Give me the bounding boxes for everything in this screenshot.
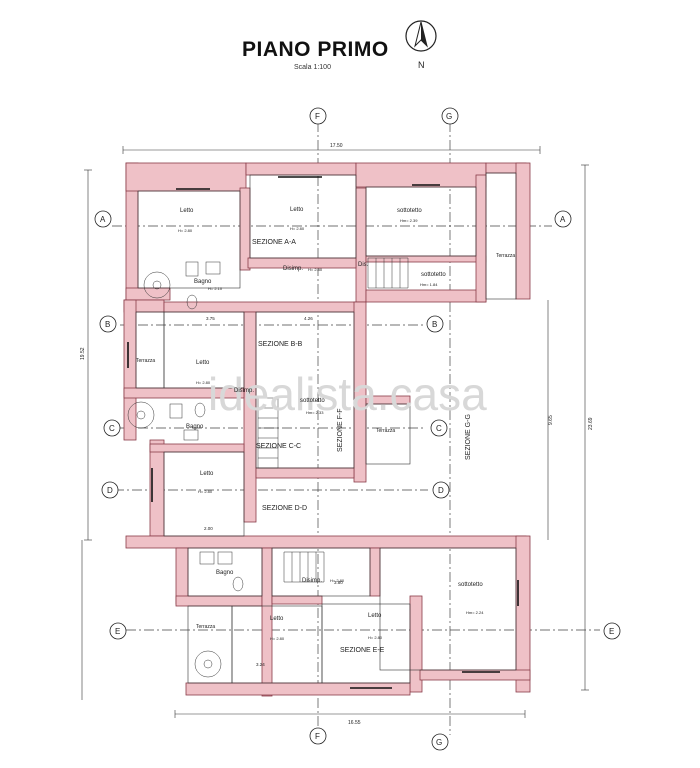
section-label-ff: SEZIONE F-F — [337, 408, 344, 452]
section-marker-e-right: E — [603, 622, 621, 640]
svg-text:B: B — [105, 320, 110, 329]
interior-dimensions: 3.75 4.26 2.00 3.24 3.80 — [204, 316, 343, 667]
room-label-letto-a2: Letto — [290, 207, 304, 213]
dimension-lines — [81, 146, 589, 718]
section-marker-d-left: D — [101, 481, 119, 499]
dim-right-height: 23.69 — [588, 417, 594, 430]
svg-text:2.00: 2.00 — [204, 526, 213, 531]
window-marks — [127, 176, 519, 689]
room-label-terrazza-b: Terrazza — [136, 358, 155, 364]
section-marker-e-left: E — [109, 622, 127, 640]
section-labels: SEZIONE A-A SEZIONE B-B SEZIONE C-C SEZI… — [252, 239, 472, 654]
svg-text:A: A — [100, 215, 106, 224]
room-label-disimp-a: Disimp. — [283, 266, 303, 272]
svg-text:G: G — [446, 112, 452, 121]
room-label-letto-e1: Letto — [270, 616, 284, 622]
section-marker-b-left: B — [99, 315, 117, 333]
section-label-dd: SEZIONE D-D — [262, 505, 307, 512]
svg-text:D: D — [438, 486, 444, 495]
svg-text:H= 2.80: H= 2.80 — [368, 635, 383, 640]
room-label-letto-b: Letto — [196, 360, 210, 366]
plan-title: PIANO PRIMO — [242, 38, 389, 61]
svg-text:Hm= 2.39: Hm= 2.39 — [400, 218, 418, 223]
room-label-bagno-c: Bagno — [186, 424, 204, 430]
svg-text:H= 2.80: H= 2.80 — [308, 267, 323, 272]
svg-text:H= 2.80: H= 2.80 — [178, 228, 193, 233]
svg-text:C: C — [109, 424, 115, 433]
room-label-sottotetto-a: sottotetto — [397, 208, 422, 214]
section-marker-g-top: G — [441, 107, 459, 125]
svg-text:3.24: 3.24 — [256, 662, 265, 667]
dim-left-height: 19.52 — [80, 347, 86, 360]
section-label-cc: SEZIONE C-C — [256, 443, 301, 450]
section-label-ee: SEZIONE E-E — [340, 647, 385, 654]
svg-text:H= 2.80: H= 2.80 — [270, 636, 285, 641]
room-labels: Letto H= 2.80 Letto H= 2.80 sottotetto H… — [136, 207, 515, 641]
section-label-gg: SEZIONE G-G — [465, 414, 472, 460]
svg-text:E: E — [609, 627, 614, 636]
room-label-disimp-b: Disimp. — [234, 388, 254, 394]
section-label-bb: SEZIONE B-B — [258, 341, 303, 348]
svg-text:H= 2.80: H= 2.80 — [290, 226, 305, 231]
watermark-text: idealista.casa — [208, 368, 487, 420]
room-label-terrazza-a: Terrazza — [496, 253, 515, 259]
svg-text:A: A — [560, 215, 566, 224]
section-label-aa: SEZIONE A-A — [252, 239, 296, 246]
svg-text:H= 2.80: H= 2.80 — [196, 380, 211, 385]
svg-text:3.75: 3.75 — [206, 316, 215, 321]
svg-text:Hm= 2.24: Hm= 2.24 — [466, 610, 484, 615]
section-marker-d-right: D — [432, 481, 450, 499]
north-arrow-icon: N — [405, 20, 437, 70]
room-label-bagno-e: Bagno — [216, 570, 234, 576]
room-label-dis-a: Dis. — [358, 262, 369, 268]
plan-scale: Scala 1:100 — [294, 64, 331, 71]
svg-text:H= 2.80: H= 2.80 — [330, 578, 345, 583]
svg-text:G: G — [436, 738, 442, 747]
room-outlines — [135, 172, 517, 684]
svg-text:F: F — [315, 732, 320, 741]
room-label-sottotetto-b: sottotetto — [300, 398, 325, 404]
section-marker-a-right: A — [554, 210, 572, 228]
dim-bottom-total: 16.55 — [348, 720, 361, 726]
sanitary-fixtures — [169, 261, 244, 592]
svg-text:3.80: 3.80 — [334, 580, 343, 585]
svg-text:D: D — [107, 486, 113, 495]
section-markers: A A B B C C D D E E F F G G — [94, 107, 621, 751]
room-label-terrazza-e: Terrazza — [196, 624, 215, 630]
room-label-letto-a1: Letto — [180, 208, 194, 214]
room-label-sottotetto-a2: sottotetto — [421, 272, 446, 278]
svg-text:4.26: 4.26 — [304, 316, 313, 321]
room-label-terrazza-c: Terrazza — [376, 428, 395, 434]
svg-text:B: B — [432, 320, 437, 329]
svg-text:E: E — [115, 627, 120, 636]
dim-right-mid: 9.65 — [548, 415, 554, 425]
section-marker-g-bottom: G — [431, 733, 449, 751]
section-marker-f-top: F — [309, 107, 327, 125]
dim-top-total: 17.50 — [330, 143, 343, 149]
room-label-sottotetto-e: sottotetto — [458, 582, 483, 588]
svg-text:H= 2.80: H= 2.80 — [198, 489, 213, 494]
room-label-letto-d: Letto — [200, 471, 214, 477]
north-label: N — [418, 60, 425, 70]
section-marker-f-bottom: F — [309, 727, 327, 745]
svg-text:Hm= 2.33: Hm= 2.33 — [306, 410, 324, 415]
section-marker-b-right: B — [426, 315, 444, 333]
section-marker-c-right: C — [430, 419, 448, 437]
room-label-bagno-a: Bagno — [194, 279, 212, 285]
svg-text:Hm= 1.84: Hm= 1.84 — [420, 282, 438, 287]
room-label-letto-e2: Letto — [368, 613, 382, 619]
svg-text:C: C — [436, 424, 442, 433]
svg-text:H= 2.10: H= 2.10 — [208, 286, 223, 291]
section-marker-a-left: A — [94, 210, 112, 228]
walls — [123, 162, 531, 697]
svg-text:F: F — [315, 112, 320, 121]
section-marker-c-left: C — [103, 419, 121, 437]
room-label-disimp-e: Disimp. — [302, 578, 322, 584]
staircase-icons — [127, 257, 409, 678]
